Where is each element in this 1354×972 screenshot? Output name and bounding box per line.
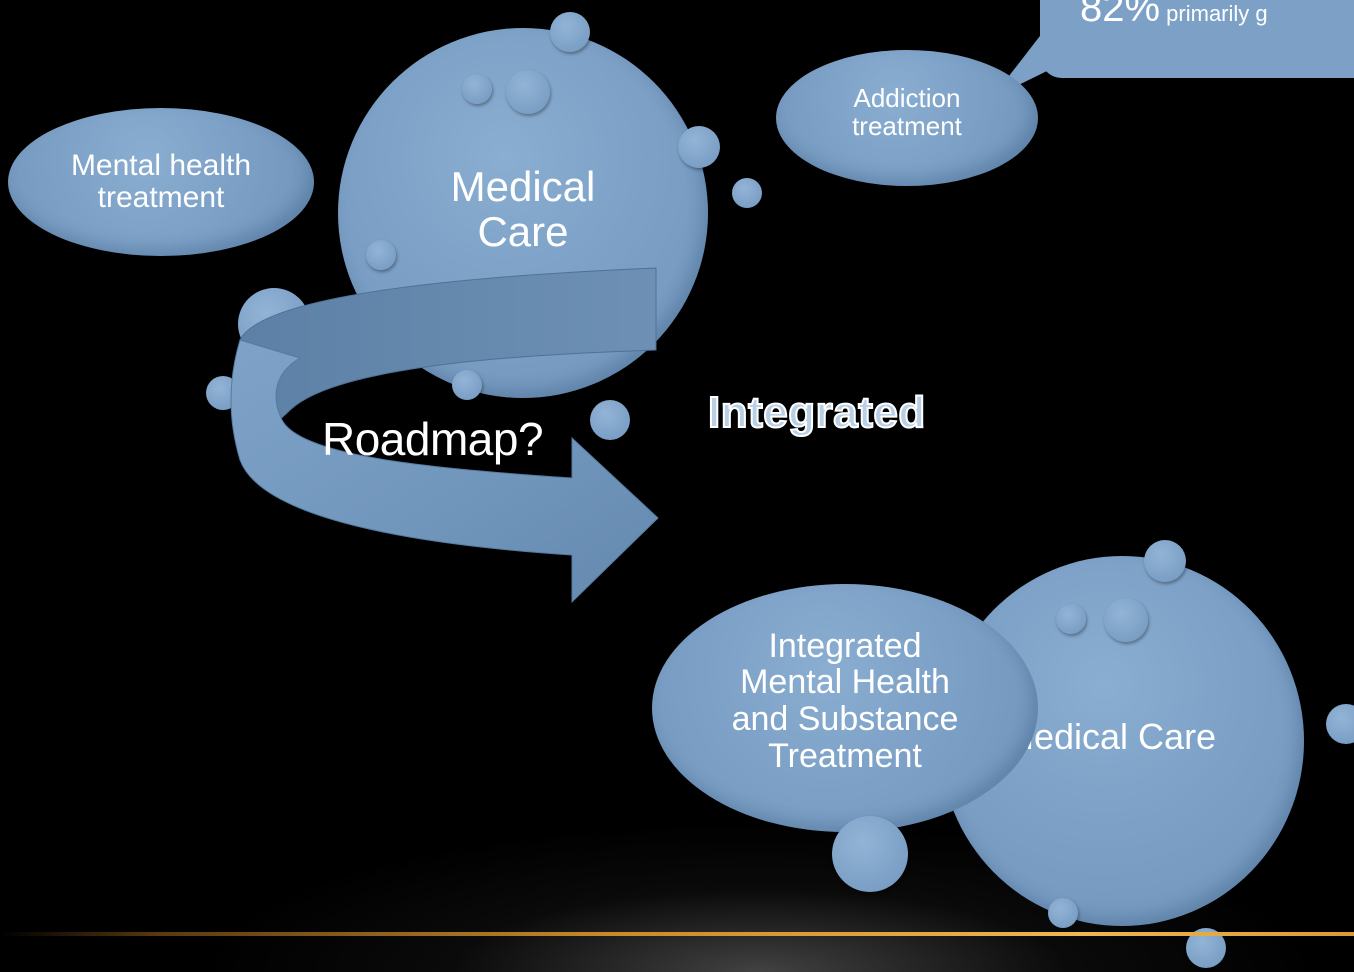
bubble — [1104, 598, 1148, 642]
callout-percent: 82% — [1080, 0, 1161, 30]
bubble — [506, 70, 550, 114]
bubble — [832, 816, 908, 892]
mental-health-oval: Mental health treatment — [8, 108, 314, 256]
bubble — [452, 370, 482, 400]
roadmap-label: Roadmap? — [322, 413, 544, 465]
integrated-treatment-label: Integrated Mental Health and Substance T… — [731, 626, 959, 775]
callout-caption: primarily g — [1160, 1, 1268, 26]
bubble — [1056, 604, 1086, 634]
medical-care-top-label: Medical Care — [450, 162, 596, 255]
bubble — [732, 178, 762, 208]
bubble — [206, 376, 240, 410]
bubble — [678, 126, 720, 168]
mental-health-label: Mental health treatment — [70, 148, 252, 214]
bubble — [590, 400, 630, 440]
bubble — [1326, 704, 1354, 744]
bubble — [366, 240, 396, 270]
integrated-treatment-oval: Integrated Mental Health and Substance T… — [652, 584, 1038, 832]
addiction-label: Addiction treatment — [852, 82, 962, 141]
callout-box — [1040, 0, 1354, 78]
callout-text: 82% primarily g — [1080, 0, 1268, 28]
bubble — [238, 288, 310, 360]
bubble — [462, 74, 492, 104]
bubble — [1048, 898, 1078, 928]
addiction-oval: Addiction treatment — [776, 50, 1038, 186]
bubble — [1144, 540, 1186, 582]
floor-highlight-line — [0, 932, 1354, 936]
integrated-heading: Integrated — [707, 387, 926, 438]
bubble — [550, 12, 590, 52]
